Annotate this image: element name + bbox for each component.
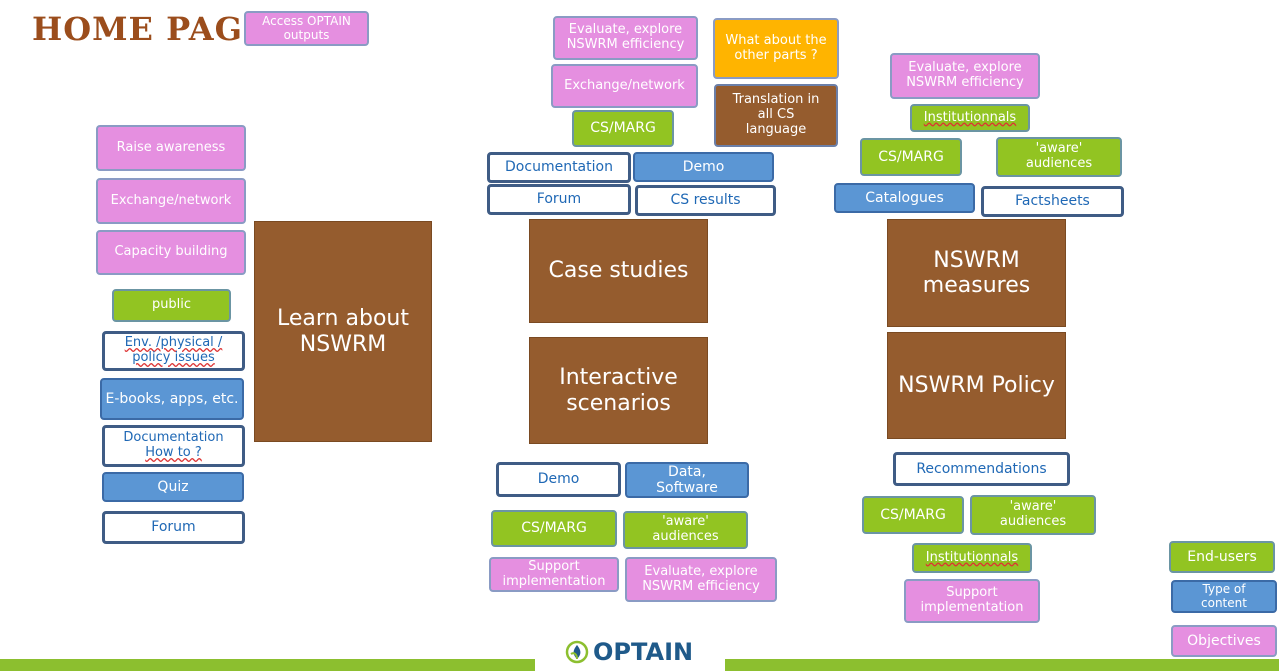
policy-objective-support: Support implementation bbox=[904, 579, 1040, 623]
measures-objective-evaluate: Evaluate, explore NSWRM efficiency bbox=[890, 53, 1040, 99]
cs-objective-evaluate: Evaluate, explore NSWRM efficiency bbox=[553, 16, 698, 60]
documentation-label: Documentation bbox=[123, 430, 224, 446]
scen-objective-evaluate: Evaluate, explore NSWRM efficiency bbox=[625, 557, 777, 602]
legend-end-users: End-users bbox=[1169, 541, 1275, 573]
nswrm-policy-block: NSWRM Policy bbox=[887, 332, 1066, 439]
content-forum: Forum bbox=[102, 511, 245, 544]
scen-end-user-aware: 'aware' audiences bbox=[623, 511, 748, 549]
cs-end-user-marg: CS/MARG bbox=[572, 110, 674, 147]
measures-content-factsheets: Factsheets bbox=[981, 186, 1124, 217]
content-ebooks: E-books, apps, etc. bbox=[100, 378, 244, 420]
scen-end-user-marg: CS/MARG bbox=[491, 510, 617, 547]
end-user-public: public bbox=[112, 289, 231, 322]
footer-bar-left bbox=[0, 659, 535, 671]
measures-content-catalogues: Catalogues bbox=[834, 183, 975, 213]
cs-content-demo: Demo bbox=[633, 152, 774, 182]
policy-institutionnals-label: Institutionnals bbox=[925, 549, 1019, 565]
objective-raise-awareness: Raise awareness bbox=[96, 125, 246, 171]
translation-box: Translation in all CS language bbox=[714, 84, 838, 147]
howto-label: How to ? bbox=[145, 445, 202, 460]
legend-objectives: Objectives bbox=[1171, 625, 1277, 657]
logo-text: OPTAIN bbox=[593, 638, 694, 666]
interactive-scenarios-block: Interactive scenarios bbox=[529, 337, 708, 444]
case-studies-block: Case studies bbox=[529, 219, 708, 323]
page-title: HOME PAGE bbox=[32, 10, 269, 48]
measures-end-user-marg: CS/MARG bbox=[860, 138, 962, 176]
scen-content-demo: Demo bbox=[496, 462, 621, 497]
other-parts-box: What about the other parts ? bbox=[713, 18, 839, 79]
leaf-drop-icon bbox=[565, 640, 589, 664]
cs-objective-exchange: Exchange/network bbox=[551, 64, 698, 108]
policy-end-user-marg: CS/MARG bbox=[862, 496, 964, 534]
objective-exchange-network: Exchange/network bbox=[96, 178, 246, 224]
scen-content-data-software: Data, Software bbox=[625, 462, 749, 498]
measures-institutionnals-label: Institutionnals bbox=[923, 109, 1017, 125]
policy-end-user-aware: 'aware' audiences bbox=[970, 495, 1096, 535]
cs-content-documentation: Documentation bbox=[487, 152, 631, 183]
cs-content-results: CS results bbox=[635, 185, 776, 216]
access-outputs-box: Access OPTAIN outputs bbox=[244, 11, 369, 46]
nswrm-measures-block: NSWRM measures bbox=[887, 219, 1066, 327]
scen-objective-support: Support implementation bbox=[489, 557, 619, 592]
content-quiz: Quiz bbox=[102, 472, 244, 502]
content-documentation-howto: Documentation How to ? bbox=[102, 425, 245, 467]
measures-end-user-institutionnals: Institutionnals bbox=[910, 104, 1030, 132]
policy-end-user-institutionnals: Institutionnals bbox=[912, 543, 1032, 573]
env-issues-label: Env. /physical / policy issues bbox=[124, 335, 223, 365]
cs-content-forum: Forum bbox=[487, 184, 631, 215]
content-env-issues: Env. /physical / policy issues bbox=[102, 331, 245, 371]
measures-end-user-aware: 'aware' audiences bbox=[996, 137, 1122, 177]
objective-capacity-building: Capacity building bbox=[96, 230, 246, 275]
learn-about-nswrm-block: Learn about NSWRM bbox=[254, 221, 432, 442]
footer-bar-right bbox=[725, 659, 1279, 671]
legend-type-of-content: Type of content bbox=[1171, 580, 1277, 613]
optain-logo: OPTAIN bbox=[565, 638, 693, 666]
policy-content-recommendations: Recommendations bbox=[893, 452, 1070, 486]
